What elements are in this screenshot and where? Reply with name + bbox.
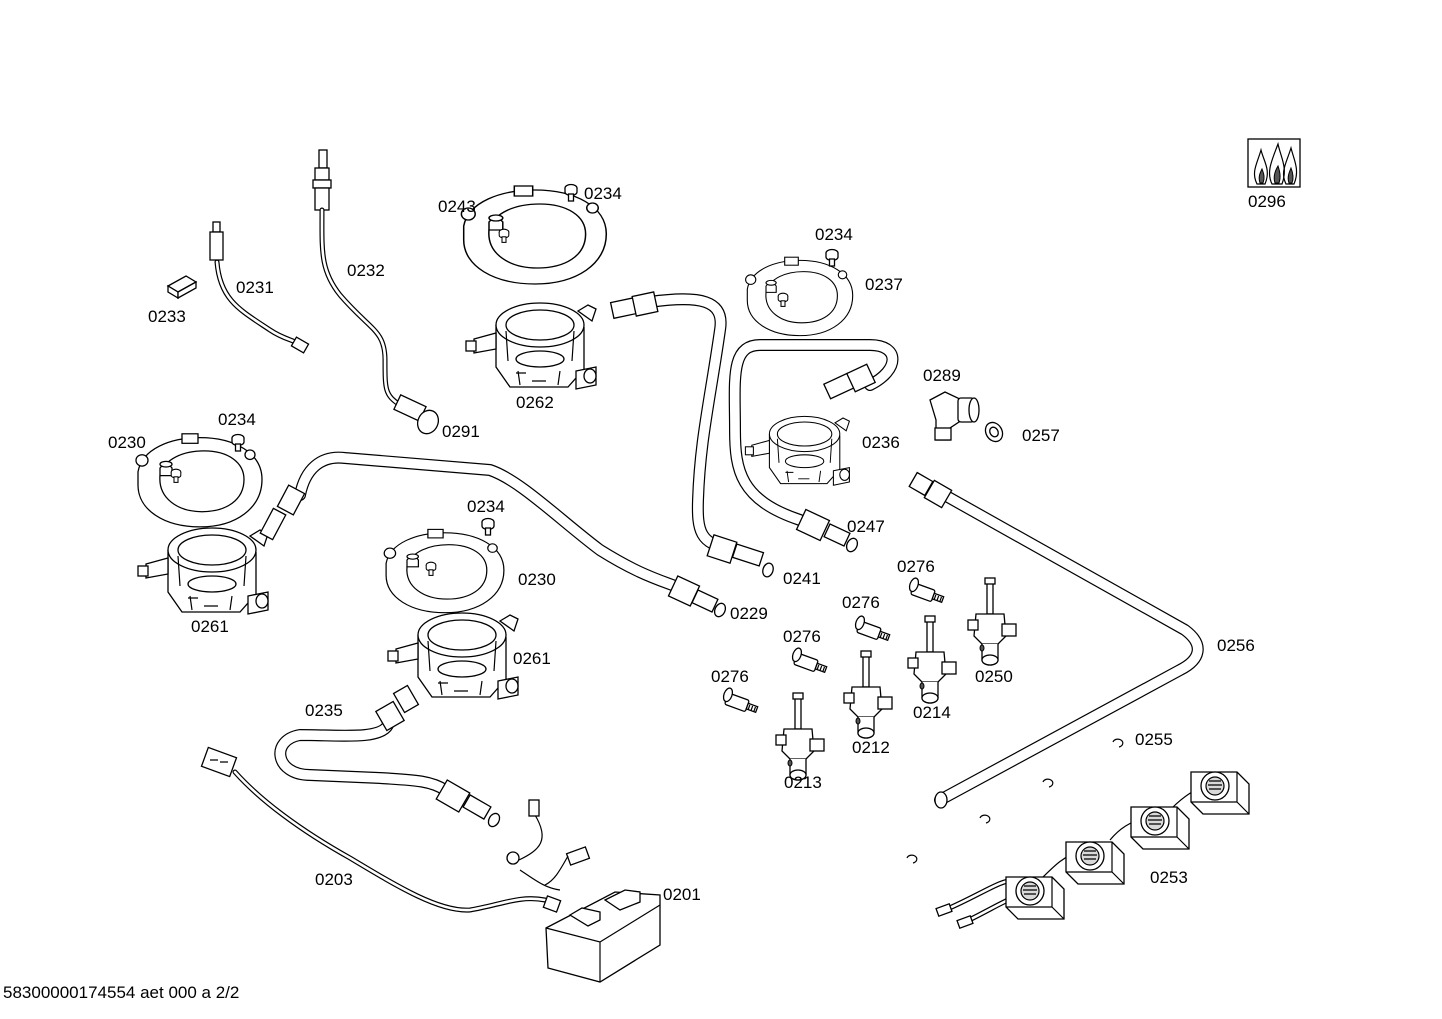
burner-base-0261-left bbox=[137, 527, 269, 615]
part-label: 0253 bbox=[1150, 868, 1188, 887]
part-label: 0234 bbox=[584, 184, 622, 203]
gas-pipe-0247 bbox=[728, 339, 899, 553]
part-label: 0234 bbox=[218, 410, 256, 429]
gas-pipe-0235 bbox=[274, 684, 501, 828]
gas-pipe-0256 bbox=[908, 471, 1204, 809]
part-label: 0230 bbox=[108, 433, 146, 452]
clip-0255-c bbox=[979, 814, 991, 824]
clip-0255-d bbox=[906, 854, 918, 864]
part-label: 0241 bbox=[783, 569, 821, 588]
part-label: 0289 bbox=[923, 366, 961, 385]
valve-spindle-0276-d bbox=[721, 686, 759, 713]
part-label: 0203 bbox=[315, 870, 353, 889]
gas-tap-0212 bbox=[843, 650, 893, 739]
part-label: 0276 bbox=[842, 593, 880, 612]
part-label: 0276 bbox=[711, 667, 749, 686]
part-label: 0235 bbox=[305, 701, 343, 720]
part-label: 0256 bbox=[1217, 636, 1255, 655]
gas-tap-0250 bbox=[967, 577, 1017, 666]
gas-tap-0213 bbox=[775, 692, 825, 781]
part-label: 0276 bbox=[783, 627, 821, 646]
ignition-cable-0203 bbox=[200, 746, 591, 913]
part-label: 0243 bbox=[438, 197, 476, 216]
gas-pipe-0229 bbox=[259, 451, 727, 618]
part-label: 0291 bbox=[442, 422, 480, 441]
part-label: 0230 bbox=[518, 570, 556, 589]
clip-0255-a bbox=[1112, 738, 1124, 748]
gas-tap-0214 bbox=[907, 615, 957, 704]
part-label: 0296 bbox=[1248, 192, 1286, 211]
part-label: 0233 bbox=[148, 307, 186, 326]
part-label: 0212 bbox=[852, 738, 890, 757]
elbow-fitting-0289 bbox=[929, 391, 980, 441]
clip-0233 bbox=[166, 275, 198, 300]
sealing-washer-0257 bbox=[984, 421, 1004, 443]
burner-base-0236 bbox=[744, 415, 850, 486]
part-label: 0234 bbox=[467, 497, 505, 516]
part-label: 0276 bbox=[897, 557, 935, 576]
valve-spindle-0276-a bbox=[907, 576, 945, 603]
burner-base-0262 bbox=[465, 302, 597, 390]
part-label: 0257 bbox=[1022, 426, 1060, 445]
gas-pipe-0241 bbox=[609, 291, 774, 578]
part-label: 0201 bbox=[663, 885, 701, 904]
part-label: 0247 bbox=[847, 517, 885, 536]
part-label: 0261 bbox=[191, 617, 229, 636]
gasket-0237 bbox=[745, 256, 854, 337]
part-label: 0229 bbox=[730, 604, 768, 623]
document-reference: 58300000174554 aet 000 a 2/2 bbox=[3, 983, 240, 1002]
screw-0234-b bbox=[825, 248, 839, 267]
igniter-switch-harness-0253 bbox=[935, 771, 1250, 929]
part-label: 0213 bbox=[784, 773, 822, 792]
part-label: 0237 bbox=[865, 275, 903, 294]
ignition-electrode-0231 bbox=[209, 221, 310, 354]
valve-spindle-0276-b bbox=[853, 614, 891, 641]
gasket-0230-center bbox=[383, 528, 505, 614]
ignition-module-0201 bbox=[545, 889, 661, 983]
part-label: 0214 bbox=[913, 703, 951, 722]
part-label: 0261 bbox=[513, 649, 551, 668]
part-label: 0231 bbox=[236, 278, 274, 297]
screw-0234-d bbox=[481, 517, 495, 536]
thermocouple-nut-0291 bbox=[393, 393, 440, 435]
part-label: 0250 bbox=[975, 667, 1013, 686]
part-label: 0232 bbox=[347, 261, 385, 280]
part-label: 0262 bbox=[516, 393, 554, 412]
clip-0255-b bbox=[1042, 778, 1054, 788]
part-label: 0234 bbox=[815, 225, 853, 244]
thermocouple-0232 bbox=[312, 149, 403, 408]
valve-spindle-0276-c bbox=[790, 646, 828, 673]
part-label: 0255 bbox=[1135, 730, 1173, 749]
gasket-0230-left bbox=[135, 433, 263, 528]
flame-symbol-icon bbox=[1247, 138, 1301, 188]
part-label: 0236 bbox=[862, 433, 900, 452]
